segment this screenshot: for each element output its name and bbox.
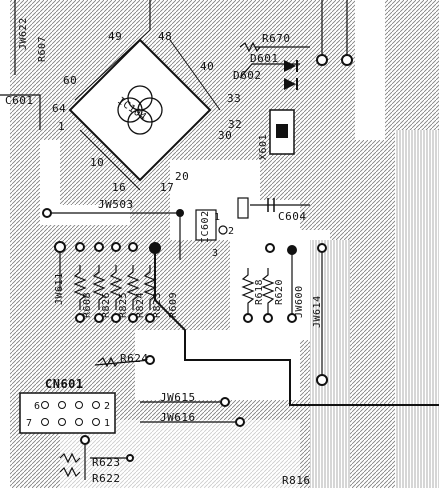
label-jw600: JW600 xyxy=(294,285,305,318)
label-pin33: 33 xyxy=(227,92,241,105)
label-pin30: 30 xyxy=(218,129,232,142)
label-pin49: 49 xyxy=(108,30,122,43)
capacitor-c604 xyxy=(267,198,275,212)
label-pin1: 1 xyxy=(58,120,65,133)
label-pin10: 10 xyxy=(90,156,104,169)
label-r623: R623 xyxy=(92,456,121,469)
label-r618: R618 xyxy=(254,279,265,305)
label-r622: R622 xyxy=(92,472,121,485)
label-pin40: 40 xyxy=(200,60,214,73)
label-cn-p1: 1 xyxy=(104,418,111,429)
label-r620: R620 xyxy=(274,279,285,305)
label-r607: R607 xyxy=(37,36,48,62)
label-jw622: JW622 xyxy=(18,17,29,50)
ic602-package xyxy=(195,197,249,241)
pads xyxy=(42,54,353,462)
label-cn-p6: 6 xyxy=(34,401,41,412)
label-pin16: 16 xyxy=(112,181,126,194)
label-ic602-p1: 1 xyxy=(214,212,221,223)
label-jw503: JW503 xyxy=(98,198,134,211)
pad-filled xyxy=(149,242,161,254)
label-jw614: JW614 xyxy=(312,295,323,328)
ic104-chip xyxy=(68,29,221,191)
label-jw615: JW615 xyxy=(160,391,196,404)
labels: JW622 R607 R670 D601 D602 C601 IC104 X60… xyxy=(5,17,323,487)
label-r824: R824 xyxy=(135,292,146,318)
crystal-x601 xyxy=(269,109,295,155)
label-cn-p7: 7 xyxy=(26,418,33,429)
label-r609: R609 xyxy=(168,292,179,318)
label-jw611: JW611 xyxy=(54,272,65,305)
label-x601: X601 xyxy=(258,134,269,160)
diodes xyxy=(284,60,298,90)
label-r670: R670 xyxy=(262,32,291,45)
label-r825: R825 xyxy=(118,292,129,318)
label-pin48: 48 xyxy=(158,30,172,43)
label-r608: R608 xyxy=(82,292,93,318)
label-d601: D601 xyxy=(250,52,279,65)
label-pin60: 60 xyxy=(63,74,77,87)
label-c604: C604 xyxy=(278,210,307,223)
label-jw616: JW616 xyxy=(160,411,196,424)
label-d602: D602 xyxy=(233,69,262,82)
label-cn601: CN601 xyxy=(45,377,84,391)
connector-cn601 xyxy=(19,392,116,434)
label-ic602-p3: 3 xyxy=(212,248,219,259)
label-r816: R816 xyxy=(282,474,311,487)
pad-filled-2 xyxy=(287,245,297,255)
label-c601: C601 xyxy=(5,94,34,107)
label-pin32: 32 xyxy=(228,118,242,131)
label-r624: R624 xyxy=(120,352,149,365)
label-r823: R823 xyxy=(152,292,163,318)
resistor-row xyxy=(59,265,275,478)
label-pin64: 64 xyxy=(52,102,66,115)
label-ic602-p2: 2 xyxy=(228,226,235,237)
pad-filled-3 xyxy=(176,209,184,217)
label-pin20: 20 xyxy=(175,170,189,183)
resistor-r670 xyxy=(239,41,261,53)
label-ic602: IC602 xyxy=(200,210,211,243)
label-cn-p2: 2 xyxy=(104,401,111,412)
label-pin17: 17 xyxy=(160,181,174,194)
label-r826: R826 xyxy=(101,292,112,318)
